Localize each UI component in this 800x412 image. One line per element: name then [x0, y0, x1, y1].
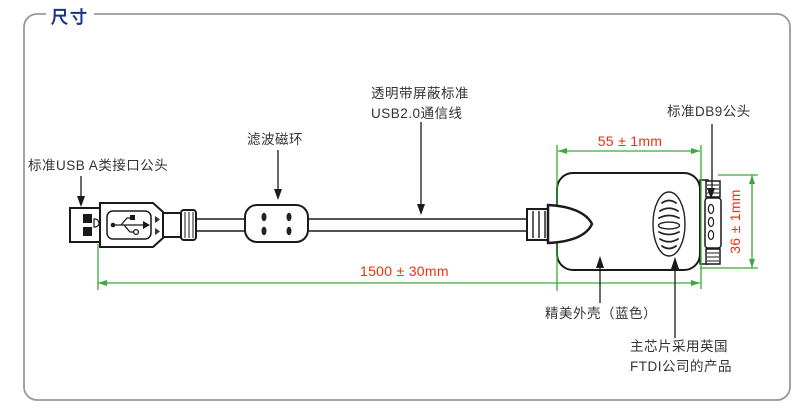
db9-plug-arrow	[707, 124, 715, 199]
ferrite-bead-arrow	[274, 150, 282, 200]
chip-label-line1: 主芯片采用英国	[630, 339, 728, 354]
db9-plug-label: 标准DB9公头	[667, 104, 751, 119]
housing-strain-relief-drawing: <539>	[526, 203, 594, 245]
ferrite-bead-drawing	[244, 204, 309, 243]
chip-arrow	[671, 257, 679, 338]
usb-a-connector-drawing	[69, 202, 197, 248]
usb-plug-arrow	[77, 176, 85, 207]
panel-title: 尺寸	[46, 3, 94, 28]
vent-drawing	[652, 191, 686, 257]
shell-arrow	[596, 256, 604, 303]
usb-plug-label: 标准USB A类接口公头	[28, 158, 169, 173]
cable-label-line2: USB2.0通信线	[371, 105, 463, 121]
usb-trident-icon	[110, 215, 150, 236]
callout-arrows	[77, 122, 715, 338]
chip-label-line2: FTDI公司的产品	[630, 358, 732, 374]
shell-label: 精美外壳（蓝色）	[545, 306, 657, 321]
chip-label: 主芯片采用英国 FTDI公司的产品	[630, 337, 732, 376]
ferrite-bead-label: 滤波磁环	[247, 132, 303, 147]
housing-width-dimension: 55 ± 1mm	[597, 133, 663, 149]
housing-width-dimension-line	[558, 148, 700, 154]
cable-label: 透明带屏蔽标准 USB2.0通信线	[371, 84, 469, 123]
usb-cable-drawing	[196, 218, 528, 232]
panel-border	[23, 13, 791, 401]
db9-connector-drawing	[699, 179, 722, 265]
cable-arrow	[417, 122, 425, 215]
cable-label-line1: 透明带屏蔽标准	[371, 86, 469, 101]
cable-length-dimension: 1500 ± 30mm	[360, 263, 449, 279]
cable-length-dimension-line	[98, 280, 700, 286]
housing-height-dimension: 36 ± 1mm	[727, 189, 743, 254]
housing-height-dimension-line	[749, 175, 755, 268]
